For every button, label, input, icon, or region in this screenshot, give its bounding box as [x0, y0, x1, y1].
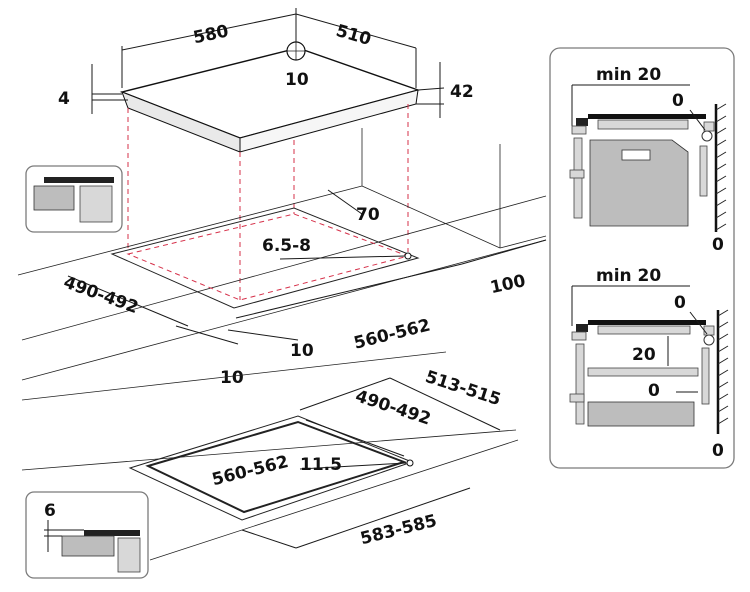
recessed-radius-label: 11.5 [300, 455, 342, 475]
alignment-guides [127, 104, 409, 300]
drawer-top-gap-label: 0 [674, 293, 686, 313]
flush-rear-gap-label: 100 [488, 271, 527, 298]
rebate-depth-label: 6 [44, 501, 56, 521]
hob-dimensions [91, 8, 445, 118]
oven-body [589, 139, 689, 227]
flush-radius-label: 6.5-8 [262, 236, 311, 256]
drawer-side-gap-label: 0 [648, 381, 660, 401]
hob-illustration [119, 41, 421, 153]
recessed-outer-depth-label: 513-515 [423, 367, 503, 410]
countertop-flush [17, 128, 547, 381]
drawer-body [587, 401, 695, 427]
flush-front-gap-label: 70 [356, 205, 380, 225]
recessed-outer-width-label: 583-585 [358, 511, 439, 549]
hob-depth-label: 510 [334, 21, 374, 50]
hob-center-label: 10 [285, 70, 309, 90]
body-height-label: 42 [450, 82, 474, 102]
flush-depth-label: 490-492 [61, 273, 141, 318]
flush-width-label: 560-562 [352, 315, 433, 353]
flush-side-left-label: 10 [220, 368, 244, 388]
oven-wall-gap-label: 0 [712, 235, 724, 255]
hob-glass-top [119, 47, 421, 139]
recessed-detail-panel [25, 491, 149, 579]
flush-cutout-outline [110, 207, 420, 309]
glass-thickness-label: 4 [58, 89, 70, 109]
drawer-wall-gap-label: 0 [712, 441, 724, 461]
recessed-inner-outline [145, 420, 408, 514]
countertop-recessed [21, 351, 519, 561]
flush-detail-panel [25, 165, 123, 233]
drawer-min-label: min 20 [596, 266, 661, 286]
drawer-shelf-gap-label: 20 [632, 345, 656, 365]
recessed-inner-width-label: 560-562 [210, 452, 291, 490]
recessed-cutout-dimensions [241, 377, 501, 549]
flush-side-right-label: 10 [290, 341, 314, 361]
drawer-section [569, 285, 729, 434]
oven-min-label: min 20 [596, 65, 661, 85]
oven-section [569, 84, 727, 232]
hob-width-label: 580 [192, 21, 231, 48]
oven-top-gap-label: 0 [672, 91, 684, 111]
flush-cutout-dimensions [67, 189, 547, 345]
